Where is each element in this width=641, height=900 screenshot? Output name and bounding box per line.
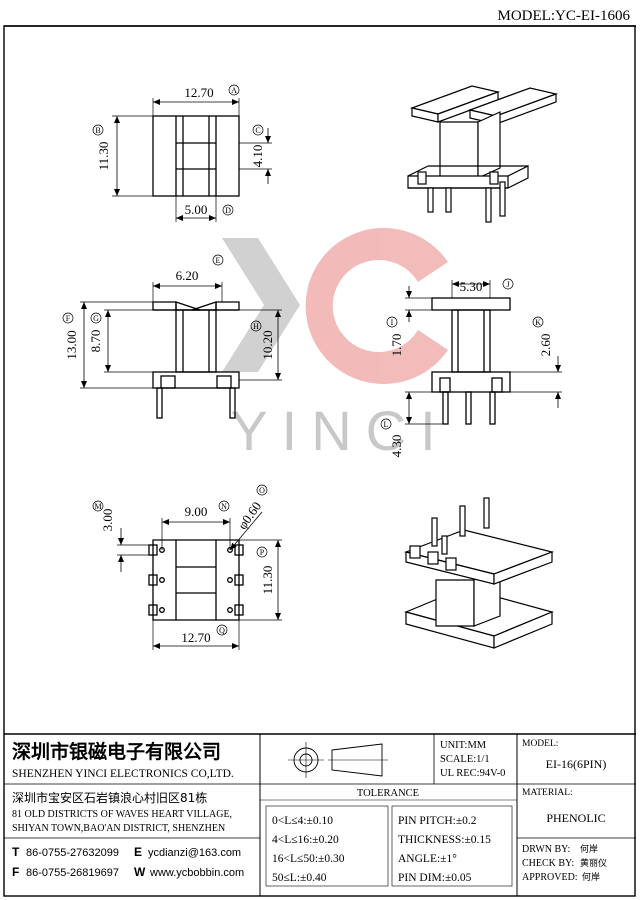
svg-text:H: H	[253, 322, 259, 331]
svg-text:Q: Q	[219, 626, 225, 635]
dim-mid-inner: 8.70	[88, 330, 103, 353]
svg-text:C: C	[255, 126, 260, 135]
address-cn: 深圳市宝安区石岩镇浪心村旧区81栋	[12, 790, 207, 805]
drawn-by-label: DRWN BY:	[522, 844, 570, 855]
other-tol-2: THICKNESS:±0.15	[398, 834, 491, 846]
svg-text:B: B	[95, 126, 100, 135]
address-en-2: SHIYAN TOWN,BAO'AN DISTRICT, SHENZHEN	[12, 823, 225, 834]
dim-bot-height: 11.30	[260, 566, 275, 595]
callout-k: K	[532, 316, 544, 328]
web-label: W	[134, 865, 146, 879]
other-tol-4: PIN DIM:±0.05	[398, 872, 472, 884]
dim-side-base: 2.60	[538, 334, 553, 357]
dim-side-flange: 1.70	[389, 334, 404, 357]
svg-text:E: E	[216, 256, 221, 265]
svg-text:L: L	[384, 420, 389, 429]
callout-l: L	[380, 418, 392, 430]
web-value: www.ycbobbin.com	[149, 867, 244, 879]
dim-top-gap: 4.10	[250, 145, 265, 168]
dim-bot-hole: φ0.60	[234, 499, 264, 532]
callout-p: P	[256, 546, 268, 558]
model-label: MODEL:YC-EI-1606	[498, 8, 631, 24]
company-name-cn: 深圳市银磁电子有限公司	[12, 740, 221, 763]
dim-bot-pitch: 9.00	[185, 504, 208, 519]
svg-text:G: G	[93, 314, 99, 323]
callout-i: I	[386, 316, 398, 328]
dim-top-bottom: 5.00	[185, 202, 208, 217]
callout-j: J	[502, 278, 514, 290]
svg-text:M: M	[94, 502, 101, 511]
callout-a: A	[228, 84, 240, 96]
tolerance-row-1: 0<L≤4:±0.10	[272, 815, 333, 827]
dim-bot-left: 3.00	[100, 509, 115, 532]
callout-g: G	[90, 312, 102, 324]
dim-mid-winding: 10.20	[260, 330, 275, 359]
top-view	[112, 98, 272, 222]
callout-n: N	[218, 500, 230, 512]
callouts: A B C D E F G H J K I L M N O P Q	[62, 84, 544, 636]
callout-h: H	[250, 320, 262, 332]
dim-mid-overall: 13.00	[64, 330, 79, 359]
callout-q: Q	[216, 624, 228, 636]
fax-label: F	[12, 865, 19, 879]
tolerance-row-2: 4<L≤16:±0.20	[272, 834, 339, 846]
tolerance-row-3: 16<L≤50:±0.30	[272, 853, 345, 865]
callout-d: D	[222, 204, 234, 216]
check-by-value: 黄丽仪	[580, 857, 607, 869]
tolerance-title: TOLERANCE	[357, 788, 419, 799]
svg-text:I: I	[391, 318, 394, 327]
callout-b: B	[92, 124, 104, 136]
svg-text:F: F	[66, 314, 71, 323]
address-en-1: 81 OLD DISTRICTS OF WAVES HEART VILLAGE,	[12, 809, 232, 820]
callout-m: M	[92, 500, 104, 512]
svg-text:K: K	[535, 318, 541, 327]
svg-text:J: J	[506, 280, 509, 289]
callout-o: O	[256, 484, 268, 496]
dim-top-width: 12.70	[184, 85, 213, 100]
dim-side-top: 5.30	[460, 279, 483, 294]
callout-f: F	[62, 312, 74, 324]
title-block	[4, 733, 636, 896]
dim-bot-width: 12.70	[181, 630, 210, 645]
scale-text: SCALE:1/1	[440, 754, 490, 765]
material-value: PHENOLIC	[546, 811, 605, 825]
email-label: E	[134, 845, 142, 859]
svg-text:O: O	[259, 486, 265, 495]
fax-value: 86-0755-26819697	[26, 867, 119, 879]
company-name-en: SHENZHEN YINCI ELECTRONICS CO,LTD.	[12, 768, 234, 780]
bottom-view	[117, 511, 282, 650]
unit-text: UNIT:MM	[440, 740, 487, 751]
front-view	[80, 282, 282, 419]
callout-c: C	[252, 124, 264, 136]
material-label: MATERIAL:	[522, 788, 573, 798]
svg-text:P: P	[260, 548, 265, 557]
side-view	[405, 280, 562, 425]
check-by-label: CHECK BY:	[522, 858, 574, 869]
other-tol-1: PIN PITCH:±0.2	[398, 815, 477, 827]
model-field-value: EI-16(6PIN)	[546, 757, 607, 771]
dim-side-pin: 4.30	[389, 435, 404, 458]
svg-text:N: N	[221, 502, 227, 511]
iso-view-bottom	[403, 497, 555, 649]
tolerance-row-4: 50≤L:±0.40	[272, 872, 327, 884]
tel-label: T	[12, 845, 20, 859]
svg-text:D: D	[225, 206, 231, 215]
model-field-label: MODEL:	[522, 739, 558, 749]
ul-text: UL REC:94V-0	[440, 768, 505, 779]
tel-value: 86-0755-27632099	[26, 847, 119, 859]
dim-top-height: 11.30	[96, 142, 111, 171]
watermark-text: YINCI	[230, 399, 449, 462]
dim-mid-top: 6.20	[176, 268, 199, 283]
svg-text:A: A	[231, 86, 237, 95]
approved-value: 何岸	[582, 871, 600, 883]
callout-e: E	[212, 254, 224, 266]
iso-view-top	[407, 85, 559, 223]
other-tol-3: ANGLE:±1°	[398, 853, 457, 865]
watermark-logo	[222, 227, 448, 384]
drawn-by-value: 何岸	[580, 843, 598, 855]
approved-label: APPROVED:	[522, 872, 578, 883]
email-value: ycdianzi@163.com	[148, 847, 241, 859]
